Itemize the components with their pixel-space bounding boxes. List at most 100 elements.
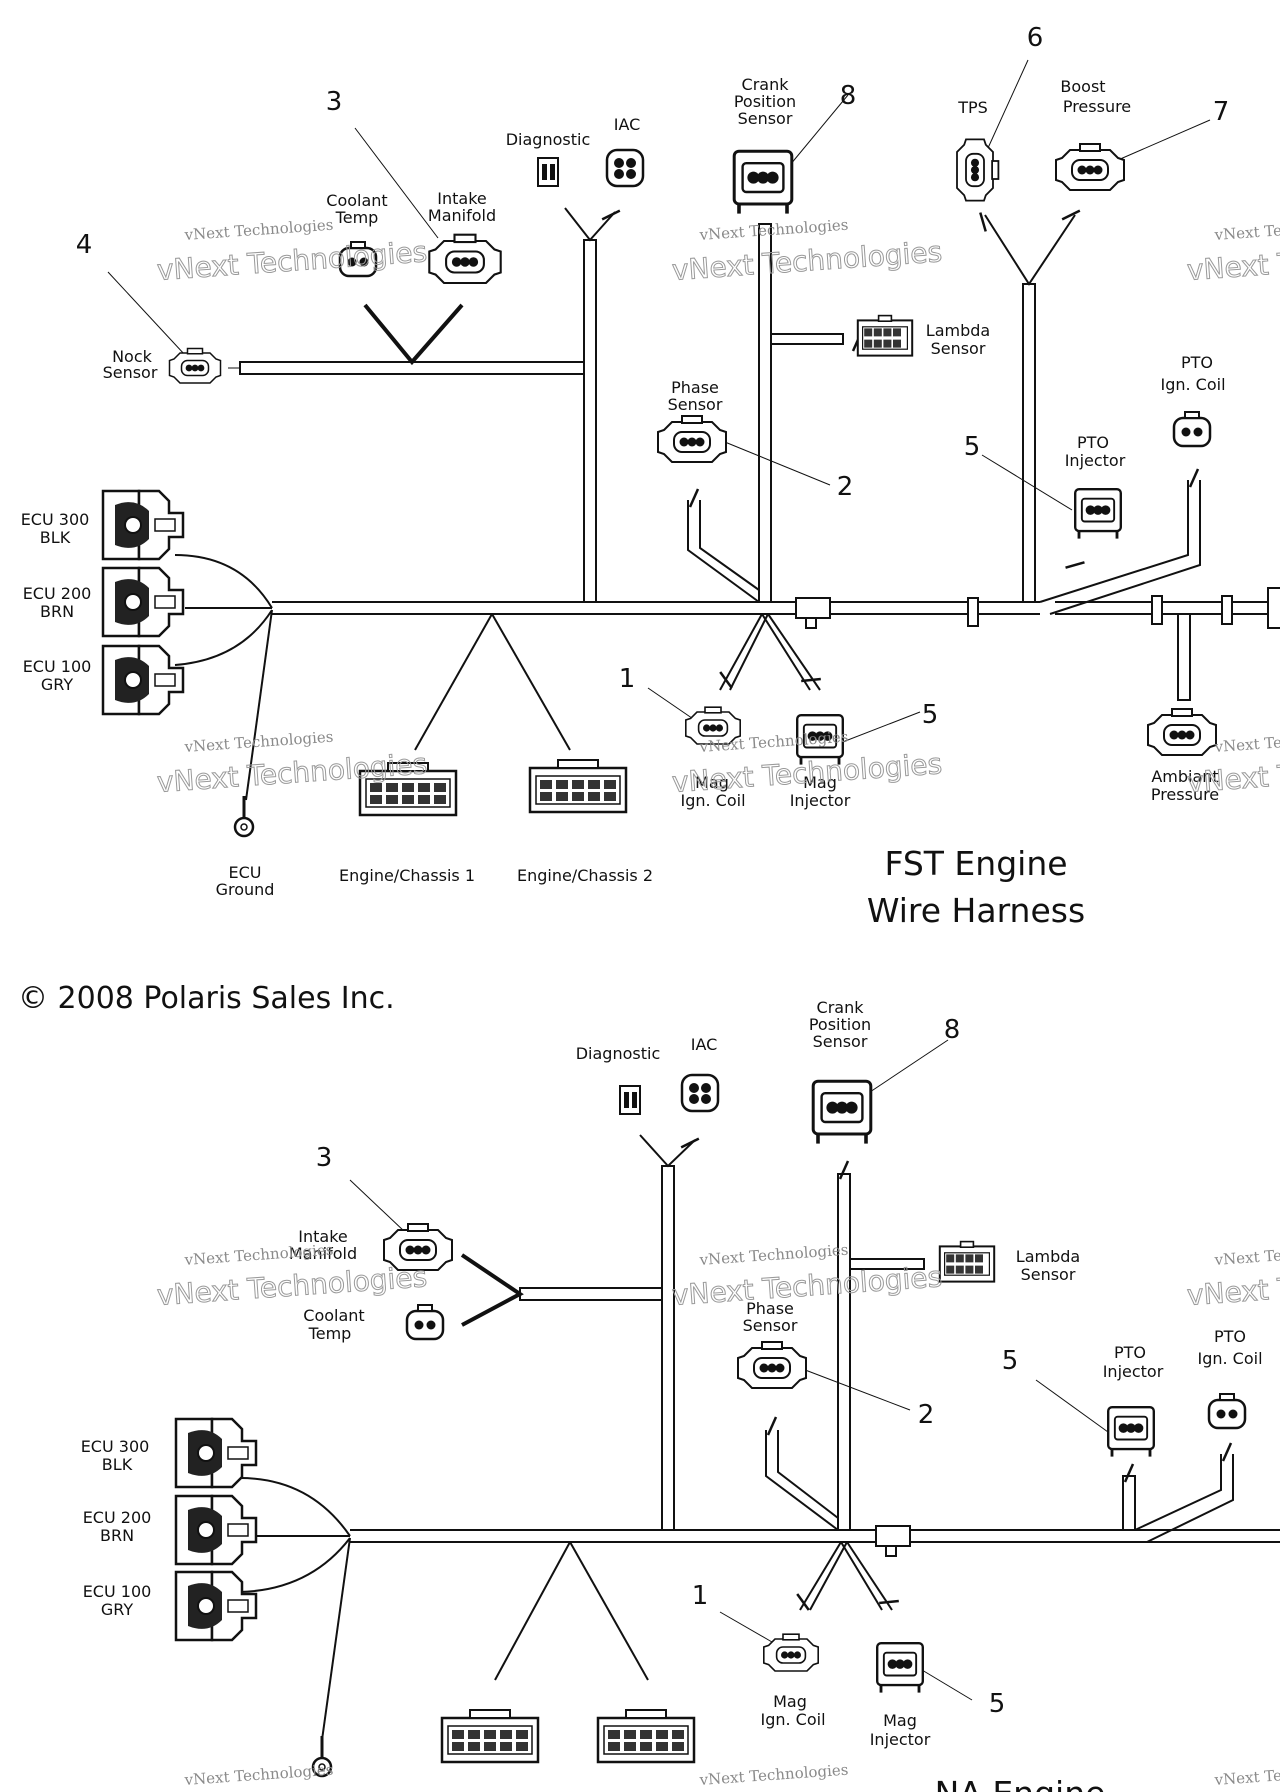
na-mag-coil-connector (762, 1633, 820, 1672)
watermark-text: vNext Technologies (183, 216, 334, 244)
na-pto-coil-label-1: PTO (1214, 1327, 1246, 1346)
na-callout-8: 8 (944, 1015, 961, 1045)
fst-ecu300-label-2: BLK (40, 528, 71, 547)
fst-crank-position-connector (732, 149, 794, 216)
fst-crank-label-1: Crank (742, 75, 790, 94)
na-phase-label-1: Phase (746, 1299, 794, 1318)
na-ecu300-connector (174, 1417, 258, 1489)
watermark-outline: vNext Technologies (1186, 235, 1280, 287)
na-ecu100-connector (174, 1570, 258, 1642)
fst-phase-sensor-connector (657, 415, 727, 463)
watermark-text: vNext Technologies (698, 1241, 849, 1269)
na-crank-label-3: Sensor (813, 1032, 868, 1051)
fst-nock-label-1: Nock (112, 347, 153, 366)
fst-ecu300-connector (101, 489, 185, 561)
watermark-text: vNext Technologies (1213, 216, 1280, 244)
fst-callout-4: 4 (76, 230, 93, 260)
fst-callout-2: 2 (837, 472, 854, 502)
na-callout-5a: 5 (1002, 1346, 1019, 1376)
fst-boost-label-1: Boost (1060, 77, 1105, 96)
watermark-text: vNext Technologies (1213, 1241, 1280, 1269)
fst-ecu100-connector (101, 644, 185, 716)
fst-callout-6: 6 (1027, 23, 1044, 53)
fst-harness: Nock Sensor Coolant Temp Intake Manifold… (21, 23, 1280, 930)
na-mag-coil-label-2: Ign. Coil (760, 1710, 825, 1729)
fst-intake-label-1: Intake (437, 189, 486, 208)
na-mag-injector-label-1: Mag (883, 1711, 917, 1730)
fst-chassis2-connector (528, 758, 628, 814)
na-pto-coil-label-2: Ign. Coil (1197, 1349, 1262, 1368)
fst-mag-coil-label-2: Ign. Coil (680, 791, 745, 810)
watermark-text: vNext Technologies (183, 1241, 334, 1269)
na-wire-lines (239, 1039, 1280, 1741)
na-crank-label-1: Crank (817, 998, 865, 1017)
na-diagnostic-connector (619, 1085, 641, 1115)
copyright-text: © 2008 Polaris Sales Inc. (18, 981, 395, 1016)
na-mag-injector-label-2: Injector (870, 1730, 931, 1749)
fst-callout-3: 3 (326, 87, 343, 117)
na-harness: Diagnostic IAC Crank Position Sensor Int… (81, 998, 1280, 1792)
fst-tps-connector (956, 138, 1000, 202)
na-crank-position-connector (811, 1079, 873, 1146)
fst-pto-coil-connector (1172, 410, 1212, 448)
watermark-text: vNext Technologies (698, 216, 849, 244)
fst-mag-coil-label-1: Mag (695, 773, 729, 792)
na-title-line1: NA Engine (935, 1774, 1106, 1792)
fst-boost-label-2: Pressure (1063, 97, 1131, 116)
na-ecu200-label-2: BRN (100, 1526, 134, 1545)
na-coolant-temp-connector (405, 1303, 445, 1341)
fst-ecu300-label-1: ECU 300 (21, 510, 90, 529)
fst-diagnostic-connector (537, 157, 559, 187)
na-callout-1: 1 (692, 1581, 709, 1611)
fst-crank-label-2: Position (734, 92, 796, 111)
na-ecu300-label-1: ECU 300 (81, 1437, 150, 1456)
fst-mag-injector-label-1: Mag (803, 773, 837, 792)
fst-ambient-label-1: Ambiant (1151, 767, 1218, 786)
fst-ecu-ground-label-1: ECU (229, 863, 262, 882)
na-ecu200-label-1: ECU 200 (83, 1508, 152, 1527)
na-callout-2: 2 (918, 1400, 935, 1430)
na-chassis2-connector (596, 1708, 696, 1764)
fst-wire-lines (107, 59, 1280, 801)
fst-ecu200-connector (101, 566, 185, 638)
fst-tps-label: TPS (957, 98, 988, 117)
na-pto-coil-connector (1207, 1392, 1247, 1430)
watermark-text: vNext Technologies (698, 1761, 849, 1789)
na-coolant-label-1: Coolant (303, 1306, 364, 1325)
na-ecu200-connector (174, 1494, 258, 1566)
fst-ambient-pressure-connector (1147, 708, 1217, 756)
na-lambda-sensor-connector (938, 1240, 996, 1283)
fst-pto-coil-label-2: Ign. Coil (1160, 375, 1225, 394)
fst-crank-label-3: Sensor (738, 109, 793, 128)
watermark-text: vNext Technologies (1213, 1761, 1280, 1789)
watermark-outline: vNext Technologies (1186, 1260, 1280, 1312)
na-coolant-label-2: Temp (308, 1324, 352, 1343)
na-callout-3: 3 (316, 1143, 333, 1173)
na-ecu100-label-2: GRY (101, 1600, 133, 1619)
fst-pto-injector-label-1: PTO (1077, 433, 1109, 452)
fst-pto-injector-connector (1073, 487, 1123, 541)
fst-ecu100-label-2: GRY (41, 675, 73, 694)
fst-nock-sensor-connector (168, 347, 222, 384)
fst-ecu200-label-2: BRN (40, 602, 74, 621)
na-crank-label-2: Position (809, 1015, 871, 1034)
fst-ecu100-label-1: ECU 100 (23, 657, 92, 676)
fst-coolant-label-2: Temp (335, 208, 379, 227)
fst-intake-manifold-connector (428, 233, 502, 285)
na-phase-sensor-connector (737, 1341, 807, 1389)
fst-ambient-label-2: Pressure (1151, 785, 1219, 804)
watermark-text: vNext Technologies (183, 728, 334, 756)
fst-diagnostic-label: Diagnostic (506, 130, 591, 149)
na-iac-connector (680, 1073, 720, 1113)
na-intake-label-2: Manifold (289, 1244, 357, 1263)
na-mag-injector-connector (875, 1641, 925, 1695)
fst-chassis2-label: Engine/Chassis 2 (517, 866, 653, 885)
fst-phase-label-2: Sensor (668, 395, 723, 414)
fst-iac-label: IAC (614, 115, 641, 134)
fst-mag-injector-label-2: Injector (790, 791, 851, 810)
fst-ecu-ground-label-2: Ground (216, 880, 275, 899)
na-iac-label: IAC (691, 1035, 718, 1054)
fst-coolant-label-1: Coolant (326, 191, 387, 210)
fst-callout-1: 1 (619, 664, 636, 694)
